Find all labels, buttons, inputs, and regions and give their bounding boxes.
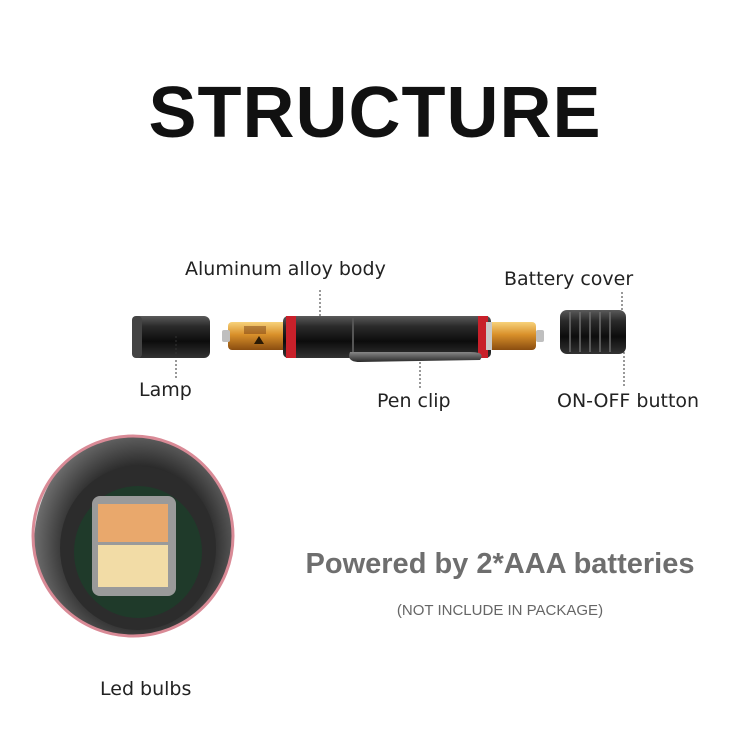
label-lamp: Lamp	[139, 379, 192, 401]
led-cool	[98, 545, 168, 587]
battery-right	[486, 322, 544, 350]
package-note: (NOT INCLUDE IN PACKAGE)	[396, 602, 604, 619]
label-on-off-button: ON-OFF button	[557, 390, 700, 412]
pen-clip	[349, 352, 482, 388]
label-pen-clip: Pen clip	[377, 390, 451, 412]
battery-cover	[560, 292, 626, 386]
aluminum-body	[283, 290, 491, 358]
label-led-bulbs: Led bulbs	[100, 678, 192, 700]
powered-by-text: Powered by 2*AAA batteries	[305, 548, 695, 580]
lamp-head	[132, 316, 210, 378]
label-aluminum-body: Aluminum alloy body	[185, 258, 386, 280]
page-title: STRUCTURE	[148, 73, 602, 153]
led-warm	[98, 504, 168, 542]
label-battery-cover: Battery cover	[504, 268, 634, 290]
led-closeup	[31, 434, 235, 638]
battery-left	[222, 322, 292, 350]
